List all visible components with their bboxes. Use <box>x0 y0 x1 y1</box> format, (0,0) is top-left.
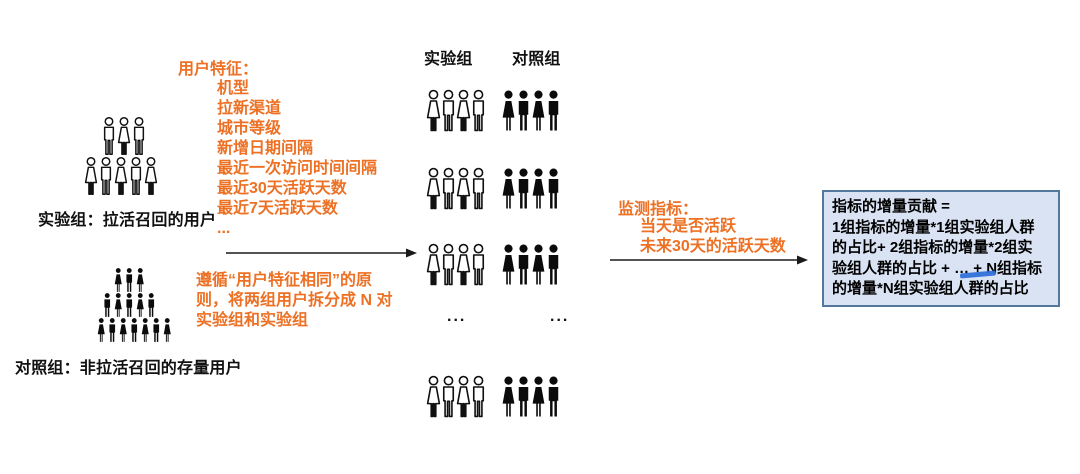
right-arrow-icon <box>610 255 808 265</box>
experiment-figures <box>424 165 488 212</box>
right-arrow-icon <box>226 248 417 258</box>
pair-row <box>424 87 563 134</box>
pair-row <box>424 241 563 288</box>
result-formula-text: 指标的增量贡献 = 1组指标的增量*1组实验组人群 的占比+ 2组指标的增量*2… <box>832 198 1043 297</box>
control-figures <box>499 373 563 420</box>
monitor-metrics-title: 监测指标： <box>618 201 699 218</box>
user-features-list: 机型 拉新渠道 城市等级 新增日期间隔 最近一次访问时间间隔 最近30天活跃天数… <box>217 80 378 237</box>
pair-row <box>424 373 563 420</box>
pairs-experiment-header: 实验组 <box>424 51 473 68</box>
control-users-row <box>112 267 147 293</box>
control-users-row <box>101 292 158 318</box>
split-principle-note: 遵循“用户特征相同”的原 则，将两组用户拆分成 N 对 实验组和实验组 <box>196 272 393 329</box>
control-figures <box>499 241 563 288</box>
user-features-title: 用户特征： <box>178 61 259 78</box>
control-ellipsis: ... <box>550 308 570 325</box>
control-group-label: 对照组：非拉活召回的存量用户 <box>15 360 242 377</box>
experiment-group-label: 实验组：拉活召回的用户 <box>38 212 217 229</box>
experiment-figures <box>424 241 488 288</box>
monitor-metrics-list: 当天是否活跃 未来30天的活跃天数 <box>640 218 786 255</box>
control-users-row <box>95 317 174 343</box>
experiment-ellipsis: ... <box>447 308 467 325</box>
control-figures <box>499 87 563 134</box>
experiment-users-row <box>82 156 160 196</box>
result-formula-box: 指标的增量贡献 = 1组指标的增量*1组实验组人群 的占比+ 2组指标的增量*2… <box>822 190 1060 307</box>
pair-row <box>424 165 563 212</box>
experiment-users-row <box>100 116 148 156</box>
experiment-figures <box>424 373 488 420</box>
control-figures <box>499 165 563 212</box>
pairs-control-header: 对照组 <box>512 51 561 68</box>
experiment-figures <box>424 87 488 134</box>
